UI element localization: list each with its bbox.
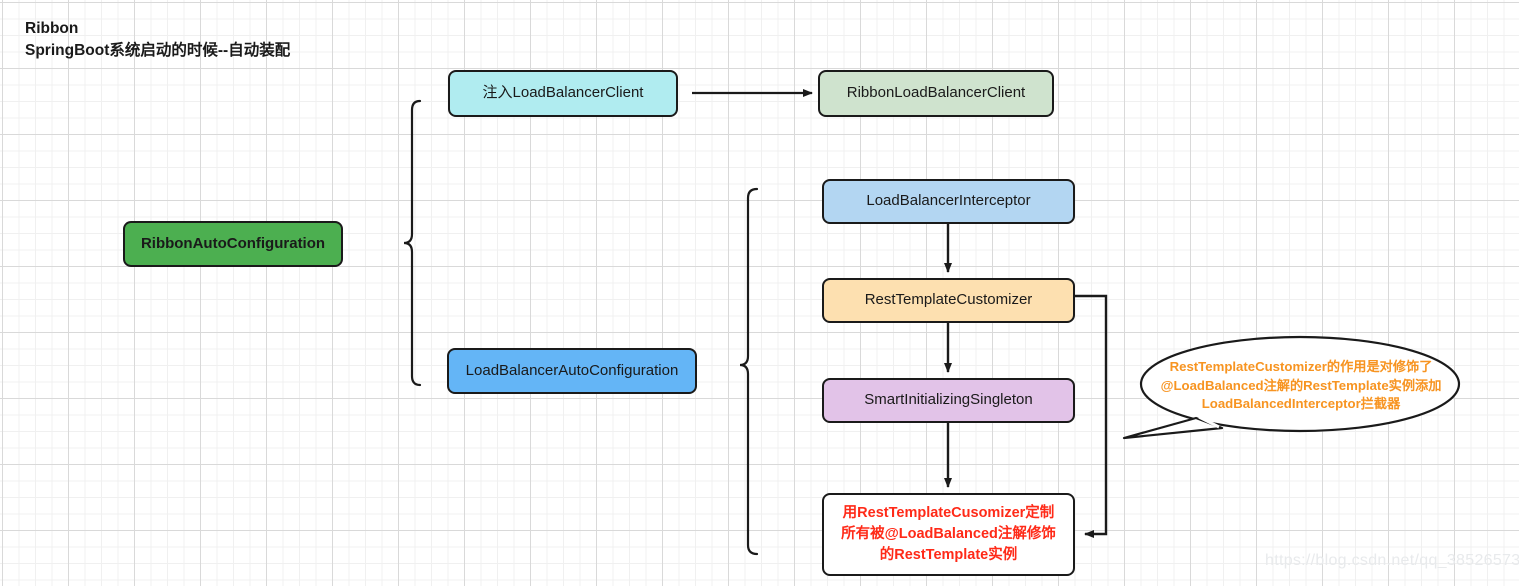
node-label: RibbonLoadBalancerClient <box>846 84 1026 102</box>
node-load-balancer-auto-configuration[interactable]: LoadBalancerAutoConfiguration <box>447 348 697 394</box>
brace-ribbon-auto-configuration <box>403 99 422 387</box>
callout-text: RestTemplateCustomizer的作用是对修饰了 @LoadBala… <box>1160 359 1442 412</box>
node-label: RibbonAutoConfiguration <box>140 234 326 252</box>
node-result-rest-template[interactable]: 用RestTemplateCusomizer定制 所有被@LoadBalance… <box>822 493 1075 576</box>
watermark: https://blog.csdn.net/qq_38526573 <box>1265 552 1519 569</box>
node-label: 用RestTemplateCusomizer定制 所有被@LoadBalance… <box>841 504 1056 563</box>
node-ribbon-load-balancer-client[interactable]: RibbonLoadBalancerClient <box>818 70 1054 117</box>
node-smart-initializing-singleton[interactable]: SmartInitializingSingleton <box>822 378 1075 423</box>
node-label: LoadBalancerAutoConfiguration <box>465 361 679 379</box>
node-inject-load-balancer-client[interactable]: 注入LoadBalancerClient <box>448 70 678 117</box>
node-rest-template-customizer[interactable]: RestTemplateCustomizer <box>822 278 1075 323</box>
node-label: SmartInitializingSingleton <box>864 391 1033 409</box>
title-line-2: SpringBoot系统启动的时候--自动装配 <box>25 42 291 59</box>
title-line-1: Ribbon <box>25 20 79 37</box>
node-label: LoadBalancerInterceptor <box>866 192 1031 210</box>
node-ribbon-auto-configuration[interactable]: RibbonAutoConfiguration <box>123 221 343 267</box>
node-label: 注入LoadBalancerClient <box>482 84 644 102</box>
brace-load-balancer-auto-configuration <box>739 187 759 556</box>
arrow-customizer-to-result-elbow <box>1075 294 1108 538</box>
node-label: RestTemplateCustomizer <box>864 291 1033 309</box>
node-load-balancer-interceptor[interactable]: LoadBalancerInterceptor <box>822 179 1075 224</box>
